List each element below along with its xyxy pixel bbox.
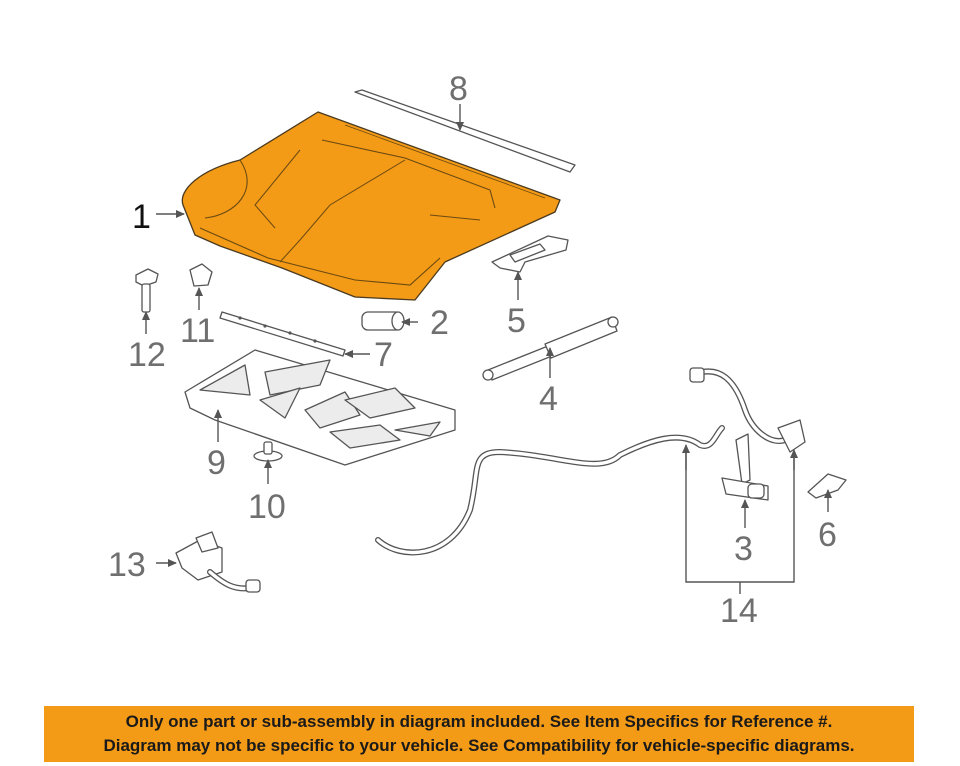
callout-14: 14 xyxy=(720,592,758,630)
lift-support-part xyxy=(482,316,619,381)
clip-part xyxy=(189,263,213,287)
callout-6: 6 xyxy=(818,516,837,554)
release-cable-part xyxy=(375,367,806,556)
callout-3: 3 xyxy=(734,530,753,568)
callout-7: 7 xyxy=(374,336,393,374)
push-pin-part xyxy=(253,441,283,462)
disclaimer-banner: Only one part or sub-assembly in diagram… xyxy=(44,706,914,762)
bolt-part xyxy=(135,268,159,313)
callout-10: 10 xyxy=(248,488,286,526)
callout-4: 4 xyxy=(539,380,558,418)
callout-2: 2 xyxy=(430,304,449,342)
leader-14 xyxy=(682,444,798,594)
callout-5: 5 xyxy=(507,302,526,340)
disclaimer-line-1: Only one part or sub-assembly in diagram… xyxy=(125,712,833,731)
hood-bumper-part xyxy=(361,311,405,331)
callout-1: 1 xyxy=(132,198,151,236)
retainer-strip-part xyxy=(219,311,346,357)
callout-12: 12 xyxy=(128,336,166,374)
hood-seal-part xyxy=(354,89,576,173)
callout-13: 13 xyxy=(108,546,146,584)
hood-panel-part xyxy=(181,111,561,301)
parts-diagram: 1 2 3 4 5 6 7 8 9 10 11 12 13 14 xyxy=(108,70,847,630)
callout-8: 8 xyxy=(449,70,468,108)
callout-11: 11 xyxy=(180,312,215,350)
hood-hinge-part xyxy=(491,235,569,273)
striker-part xyxy=(807,473,847,499)
latch-part xyxy=(721,433,769,501)
disclaimer-line-2: Diagram may not be specific to your vehi… xyxy=(103,736,855,755)
callout-9: 9 xyxy=(207,444,226,482)
release-handle-part xyxy=(175,531,261,593)
insulator-pad-part xyxy=(184,349,456,466)
